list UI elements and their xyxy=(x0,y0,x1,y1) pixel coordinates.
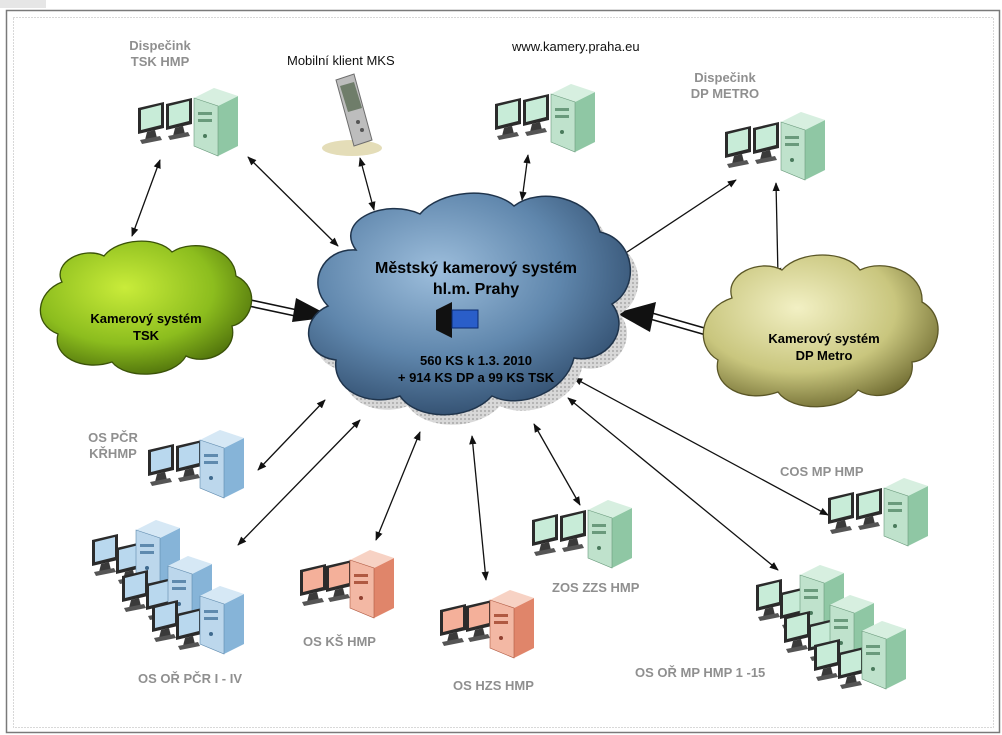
label-dispecink-tsk-line2: TSK HMP xyxy=(130,54,190,69)
link-mobile-to-main xyxy=(358,157,376,211)
label-mobilni-klient: Mobilní klient MKS xyxy=(287,53,395,68)
main-cloud-stats-line2: + 914 KS DP a 99 KS TSK xyxy=(397,370,555,385)
link-os-hzs-to-main xyxy=(469,435,489,581)
label-dispecink-dp: Dispečink DP METRO xyxy=(680,70,770,102)
inner-border xyxy=(13,17,994,728)
label-zos-zzs: ZOS ZZS HMP xyxy=(552,580,640,595)
camera-icon xyxy=(436,302,479,338)
label-os-or-mp: OS OŘ MP HMP 1 -15 xyxy=(635,665,766,680)
main-cloud-stats: 560 KS k 1.3. 2010 + 914 KS DP a 99 KS T… xyxy=(344,352,608,386)
label-dispecink-dp-line2: DP METRO xyxy=(690,86,760,101)
tsk-cloud-label-line2: TSK xyxy=(133,328,159,343)
label-dispecink-tsk-line1: Dispečink xyxy=(129,38,191,53)
label-cos-mp: COS MP HMP xyxy=(780,464,864,479)
link-dispecink-tsk-to-main xyxy=(247,156,339,247)
label-dispecink-tsk: Dispečink TSK HMP xyxy=(110,38,210,70)
tsk-cloud-label-line1: Kamerový systém xyxy=(90,311,202,326)
metro-cloud xyxy=(702,254,939,408)
label-os-pcr: OS PČR KŘHMP xyxy=(78,430,148,462)
label-os-pcr-line1: OS PČR xyxy=(88,430,138,445)
label-os-pcr-line2: KŘHMP xyxy=(89,446,137,461)
link-dispecink-tsk-to-tsk xyxy=(131,159,161,237)
metro-cloud-label: Kamerový systém DP Metro xyxy=(744,330,904,364)
main-cloud-stats-line1: 560 KS k 1.3. 2010 xyxy=(419,353,533,368)
link-dispecink-dp-to-main xyxy=(611,179,737,263)
tsk-cloud-label: Kamerový systém TSK xyxy=(66,310,226,344)
main-cloud-title: Městský kamerový systém hl.m. Prahy xyxy=(344,258,608,300)
metro-cloud-label-line2: DP Metro xyxy=(795,348,853,363)
label-os-hzs: OS HZS HMP xyxy=(453,678,534,693)
label-dispecink-dp-line1: Dispečink xyxy=(694,70,756,85)
link-web-to-main xyxy=(519,154,531,201)
link-cos-mp-to-main xyxy=(573,377,829,516)
outer-border xyxy=(5,9,1001,734)
link-os-ks-to-main xyxy=(375,431,421,541)
main-cloud-title-line1: Městský kamerový systém xyxy=(375,260,577,277)
tsk-cloud xyxy=(39,240,253,375)
connectors xyxy=(131,154,829,581)
link-dispecink-dp-to-metro xyxy=(772,182,782,277)
metro-cloud-label-line1: Kamerový systém xyxy=(768,331,880,346)
label-os-or-pcr: OS OŘ PČR I - IV xyxy=(138,671,243,686)
label-os-ks: OS KŠ HMP xyxy=(303,634,376,649)
main-cloud-title-line2: hl.m. Prahy xyxy=(432,281,520,298)
main-cloud xyxy=(307,192,632,416)
label-kamery-web: www.kamery.praha.eu xyxy=(512,39,640,54)
mobile-phone-image xyxy=(322,73,382,156)
link-os-or-pcr-to-main xyxy=(237,419,361,546)
arrow-metro-to-main xyxy=(616,302,709,336)
